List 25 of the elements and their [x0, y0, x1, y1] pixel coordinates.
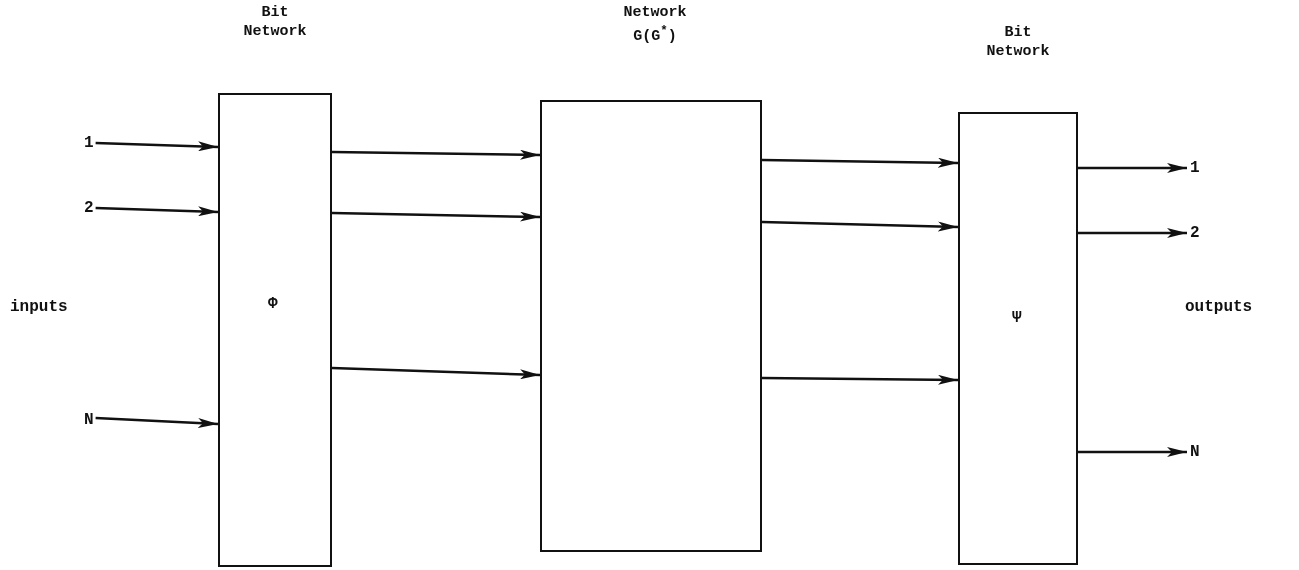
arrow — [95, 206, 219, 217]
block-symbol: Φ — [268, 295, 278, 313]
arrow — [761, 220, 959, 232]
arrow — [762, 374, 958, 385]
port-number: N — [1190, 442, 1200, 462]
port-number: 2 — [1190, 223, 1200, 243]
block-symbol: Ψ — [1012, 309, 1022, 327]
inputs-label: inputs — [10, 298, 68, 316]
arrow — [1078, 447, 1187, 457]
arrow — [331, 366, 541, 380]
block-heading: Network G(G$^{*}$) — [622, 3, 688, 46]
arrow — [1078, 228, 1187, 238]
port-number: 2 — [84, 198, 94, 218]
arrow — [95, 416, 219, 428]
arrow — [1078, 163, 1187, 173]
port-number: N — [84, 410, 94, 430]
block-heading: Bit Network — [985, 23, 1051, 61]
arrow — [331, 211, 541, 222]
outputs-label: outputs — [1185, 298, 1253, 316]
port-number: 1 — [1190, 158, 1200, 178]
block-heading: Bit Network — [242, 3, 308, 41]
arrow — [761, 157, 959, 168]
port-number: 1 — [84, 133, 94, 153]
arrow — [95, 141, 219, 152]
arrow — [332, 149, 540, 160]
